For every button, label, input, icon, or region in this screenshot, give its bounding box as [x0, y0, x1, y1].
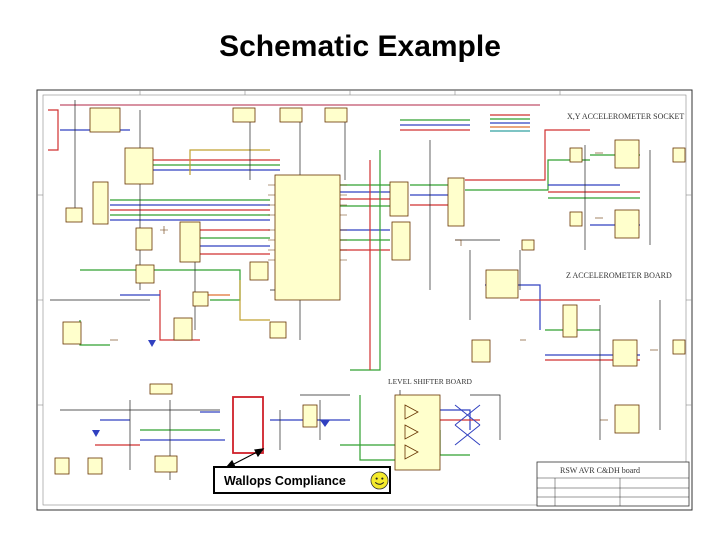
- zone-ticks: [37, 90, 692, 406]
- section-label-z-board: Z ACCELEROMETER BOARD: [566, 271, 672, 280]
- passive-components: [110, 152, 658, 421]
- diodes: [92, 340, 330, 437]
- title-block: RSW AVR C&DH board: [536, 461, 690, 507]
- wallops-compliance-callout: Wallops Compliance: [213, 466, 391, 494]
- slide-title: Schematic Example: [219, 30, 501, 63]
- ic-components: [54, 107, 686, 475]
- smiley-face-icon: [370, 471, 389, 490]
- level-shifter-buffers: [404, 404, 419, 460]
- ic-pins: [268, 184, 347, 261]
- section-label-level-shifter: LEVEL SHIFTER BOARD: [388, 377, 472, 386]
- section-label-xy-socket: X,Y ACCELEROMETER SOCKET: [567, 112, 684, 121]
- callout-label: Wallops Compliance: [224, 474, 346, 488]
- signal-crossover: [454, 404, 481, 446]
- title-block-title: RSW AVR C&DH board: [560, 466, 640, 475]
- ground-wires: [50, 100, 661, 480]
- highlight-box: [232, 396, 264, 454]
